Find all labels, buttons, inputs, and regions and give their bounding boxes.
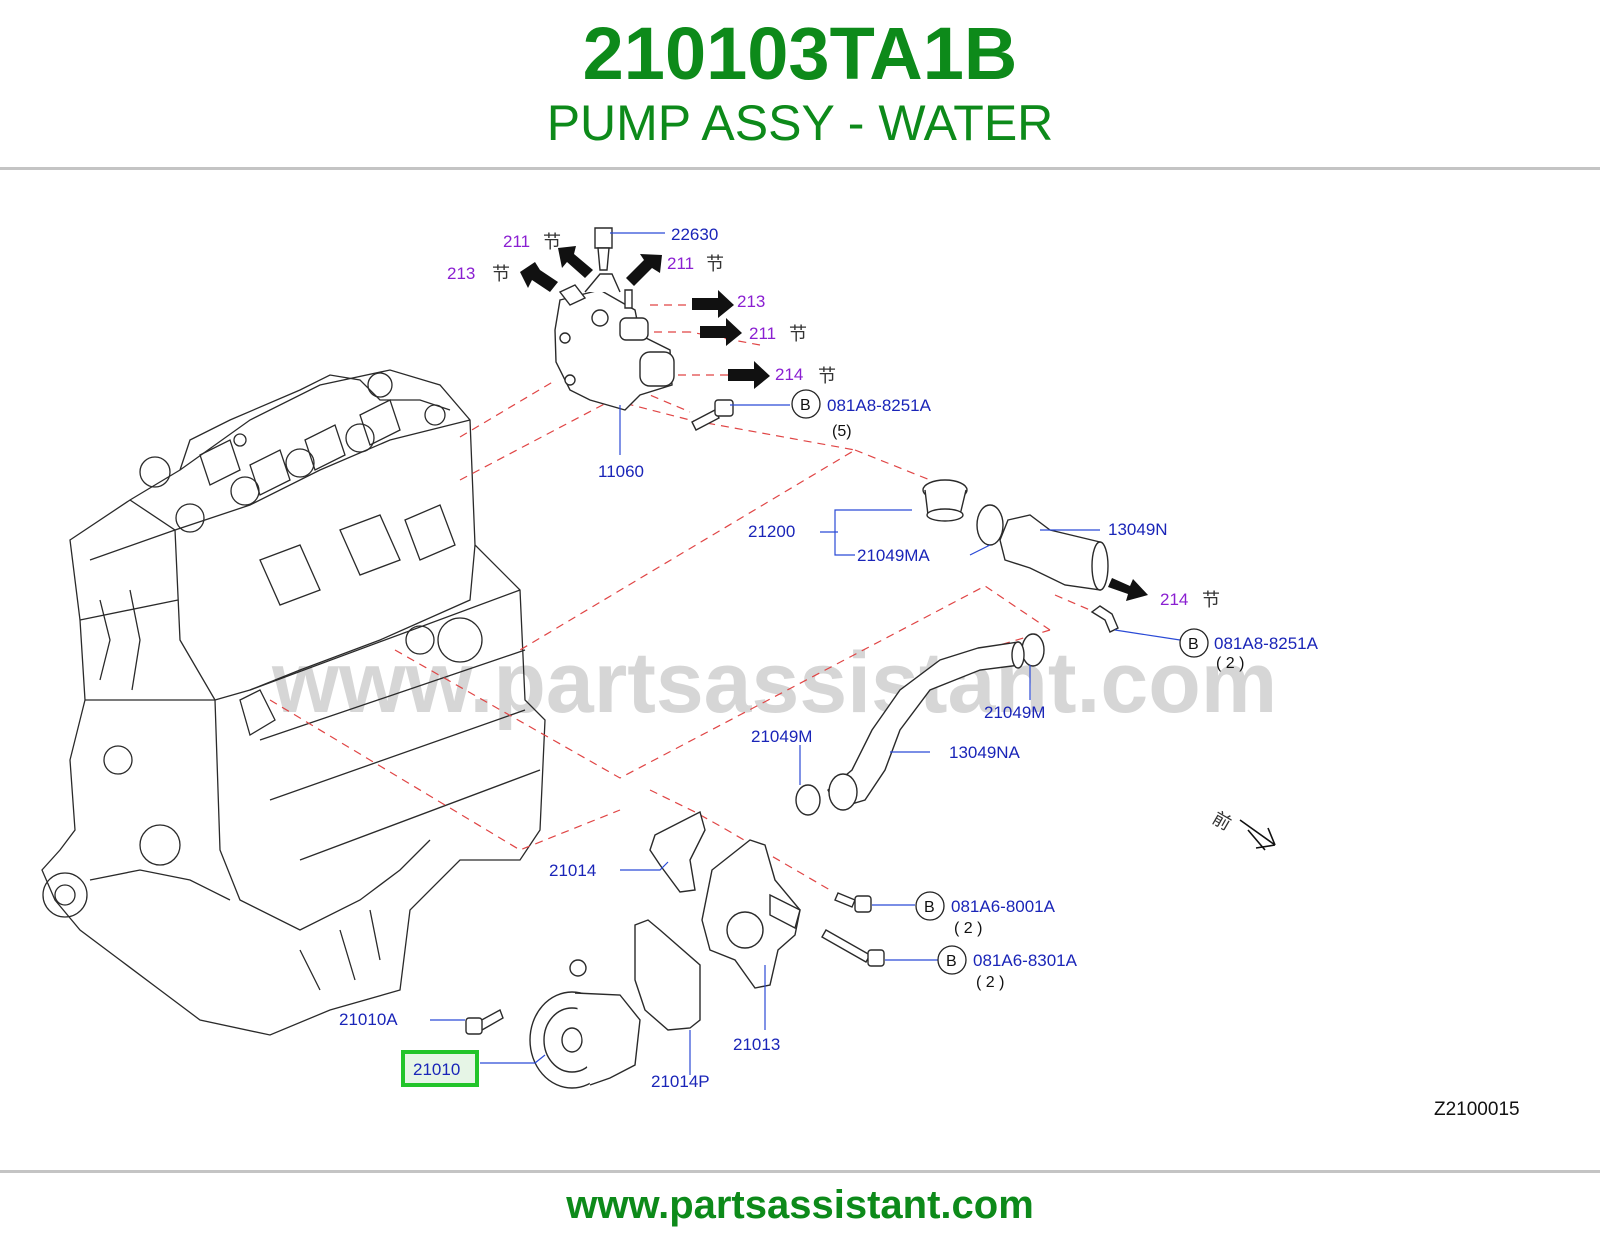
ref-label-6: 214 <box>775 365 803 384</box>
bolt-code-3: 081A6-8001A <box>951 897 1056 916</box>
drawing-id: Z2100015 <box>1434 1099 1520 1120</box>
ref-label-7: 214 <box>1160 590 1188 609</box>
callout-21049ma: 21049MA <box>857 546 930 565</box>
bolt-code-2: 081A8-8251A <box>1214 634 1319 653</box>
watermark: www.partsassistant.com <box>271 635 1277 731</box>
water-inlet-part <box>999 514 1109 591</box>
callout-21200: 21200 <box>748 522 795 541</box>
callout-13049na: 13049NA <box>949 743 1021 762</box>
o-ring-21049ma <box>976 504 1004 546</box>
footer-url[interactable]: www.partsassistant.com <box>566 1183 1034 1227</box>
pump-housing-part <box>701 839 801 989</box>
water-hose-part <box>827 641 1025 811</box>
callout-21014: 21014 <box>549 861 596 880</box>
callout-13049n: 13049N <box>1108 520 1168 539</box>
callout-21010a: 21010A <box>339 1010 398 1029</box>
ref-kanji-2: 节 <box>492 264 510 285</box>
engine-block-drawing <box>41 369 546 1036</box>
bolt-part-4 <box>821 929 885 967</box>
thermostat-part <box>922 479 968 522</box>
o-ring-upper <box>1021 633 1045 667</box>
bolt-part-3 <box>834 892 872 913</box>
ref-label-5: 211 <box>749 324 776 343</box>
b-letter-4: B <box>946 953 957 970</box>
b-circle-1 <box>791 389 821 419</box>
diagram-canvas: www.partsassistant.com <box>41 225 1520 1120</box>
gasket-21014p-part <box>634 919 701 1031</box>
bolt-code-1: 081A8-8251A <box>827 396 932 415</box>
b-letter-3: B <box>924 899 935 916</box>
ref-kanji-7: 节 <box>1202 590 1220 611</box>
ref-kanji-3: 节 <box>706 254 724 275</box>
top-divider <box>0 167 1600 170</box>
bolt-qty-1: (5) <box>832 423 852 440</box>
bolt-part-1 <box>691 399 734 431</box>
callout-21013: 21013 <box>733 1035 780 1054</box>
callout-21014p: 21014P <box>651 1072 710 1091</box>
front-mark-text: 前 <box>1208 808 1234 835</box>
callout-11060: 11060 <box>598 462 644 481</box>
b-circle-4 <box>937 945 967 975</box>
ref-label-1: 211 <box>503 232 530 251</box>
gasket-21014-part <box>649 810 706 893</box>
part-name-subtitle: PUMP ASSY - WATER <box>546 95 1054 151</box>
b-circle-2 <box>1179 628 1209 658</box>
o-ring-lower <box>795 784 821 816</box>
callout-21049m-upper: 21049M <box>984 703 1045 722</box>
assembly-guide-lines <box>269 304 1091 891</box>
bolt-qty-2: ( 2 ) <box>1216 655 1244 672</box>
b-letter-2: B <box>1188 636 1199 653</box>
b-letter-1: B <box>800 397 811 414</box>
bolt-qty-4: ( 2 ) <box>976 974 1004 991</box>
bolt-qty-3: ( 2 ) <box>954 920 982 937</box>
b-circle-3 <box>915 891 945 921</box>
direction-arrows <box>520 246 1148 601</box>
ref-label-4: 213 <box>737 292 765 311</box>
ref-label-2: 213 <box>447 264 475 283</box>
ref-label-3: 211 <box>667 254 694 273</box>
bottom-divider <box>0 1170 1600 1173</box>
water-pump-part <box>529 959 641 1089</box>
callout-21049m-lower: 21049M <box>751 727 812 746</box>
parts-diagram: www.partsassistant.com <box>0 170 1600 1168</box>
ref-kanji-6: 节 <box>818 366 836 387</box>
part-number-title: 210103TA1B <box>582 12 1018 95</box>
highlight-box-21010[interactable] <box>401 1050 479 1087</box>
callout-21010[interactable]: 21010 <box>413 1060 460 1079</box>
bolt-part-21010a <box>465 1008 504 1035</box>
front-direction-indicator: 前 <box>1208 808 1276 851</box>
thermostat-housing-part <box>554 227 675 411</box>
bolt-part-2 <box>1090 605 1119 633</box>
ref-kanji-1: 节 <box>543 232 561 253</box>
ref-kanji-5: 节 <box>789 324 807 345</box>
header: 210103TA1B PUMP ASSY - WATER <box>0 0 1600 168</box>
bolt-code-4: 081A6-8301A <box>973 951 1078 970</box>
callout-leaders <box>430 232 1181 1075</box>
callout-22630: 22630 <box>671 225 718 244</box>
